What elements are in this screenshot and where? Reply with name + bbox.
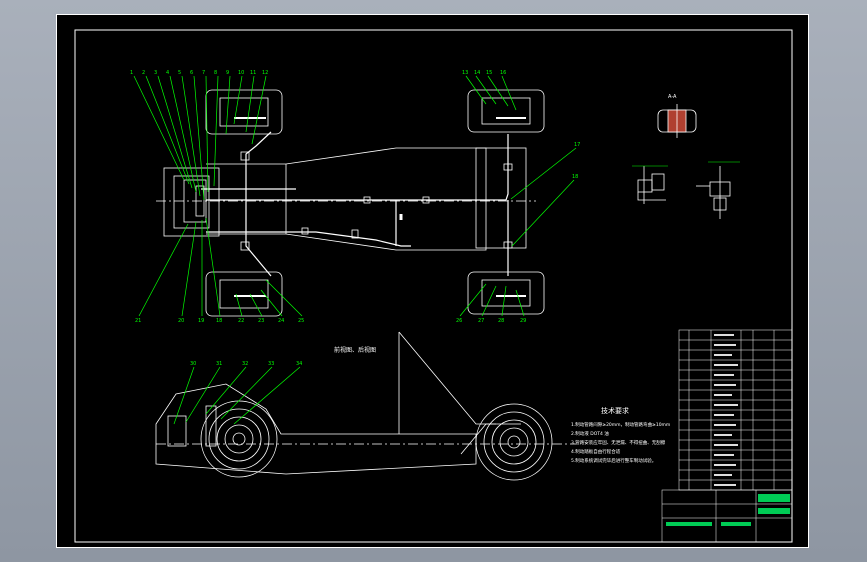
svg-text:13: 13: [462, 70, 468, 76]
view-label: 前视图、后视图: [334, 346, 376, 354]
leaders-top-right: [465, 75, 577, 247]
tech-req-item: 2.制动液 DOT4 油: [571, 430, 609, 437]
side-view-leaders: [173, 366, 301, 425]
tech-req-list: 1.制动管路间隙≥20mm，制动管路弯曲≥10mm 2.制动液 DOT4 油 3…: [571, 421, 670, 464]
inner-border: [74, 29, 793, 543]
svg-text:7: 7: [202, 70, 205, 76]
svg-text:22: 22: [238, 318, 244, 324]
tech-req-title: 技术要求: [601, 406, 629, 415]
svg-text:9: 9: [226, 70, 229, 76]
svg-text:8: 8: [214, 70, 217, 76]
svg-text:33: 33: [268, 361, 274, 367]
svg-text:26: 26: [456, 318, 462, 324]
svg-text:21: 21: [135, 318, 141, 324]
svg-text:2: 2: [142, 70, 145, 76]
svg-text:6: 6: [190, 70, 193, 76]
plan-view: [156, 89, 545, 317]
svg-text:19: 19: [198, 318, 204, 324]
section-label: A-A: [668, 94, 677, 100]
svg-text:15: 15: [486, 70, 492, 76]
svg-text:18: 18: [216, 318, 222, 324]
svg-text:31: 31: [216, 361, 222, 367]
svg-text:10: 10: [238, 70, 244, 76]
svg-text:30: 30: [190, 361, 196, 367]
outer-border: [56, 14, 809, 548]
svg-text:16: 16: [500, 70, 506, 76]
svg-text:4: 4: [166, 70, 169, 76]
svg-text:29: 29: [520, 318, 526, 324]
title-block: [661, 489, 793, 543]
svg-text:17: 17: [574, 142, 580, 148]
svg-text:20: 20: [178, 318, 184, 324]
svg-text:3: 3: [154, 70, 157, 76]
tech-req-item: 3.管路安装应牢固、无泄漏、不得扭曲、无刮擦: [571, 439, 666, 446]
tech-req-item: 5.制动系统调试完毕后进行整车制动试验。: [571, 457, 656, 464]
svg-text:25: 25: [298, 318, 304, 324]
svg-text:11: 11: [250, 70, 256, 76]
section-aa: [657, 104, 697, 138]
svg-text:28: 28: [498, 318, 504, 324]
parts-list-cells: [714, 334, 738, 486]
svg-text:27: 27: [478, 318, 484, 324]
detail-views: [637, 166, 731, 219]
svg-text:18: 18: [572, 174, 578, 180]
svg-text:5: 5: [178, 70, 181, 76]
svg-text:12: 12: [262, 70, 268, 76]
svg-text:14: 14: [474, 70, 480, 76]
svg-text:32: 32: [242, 361, 248, 367]
tech-req-item: 4.制动踏板自由行程合适: [571, 448, 621, 455]
svg-text:34: 34: [296, 361, 302, 367]
svg-text:1: 1: [130, 70, 133, 76]
leaders-top-left: [133, 75, 267, 201]
side-view: [155, 331, 576, 481]
svg-text:24: 24: [278, 318, 284, 324]
tech-req-item: 1.制动管路间隙≥20mm，制动管路弯曲≥10mm: [571, 421, 670, 428]
svg-text:23: 23: [258, 318, 264, 324]
leaders-bottom: [138, 217, 525, 317]
